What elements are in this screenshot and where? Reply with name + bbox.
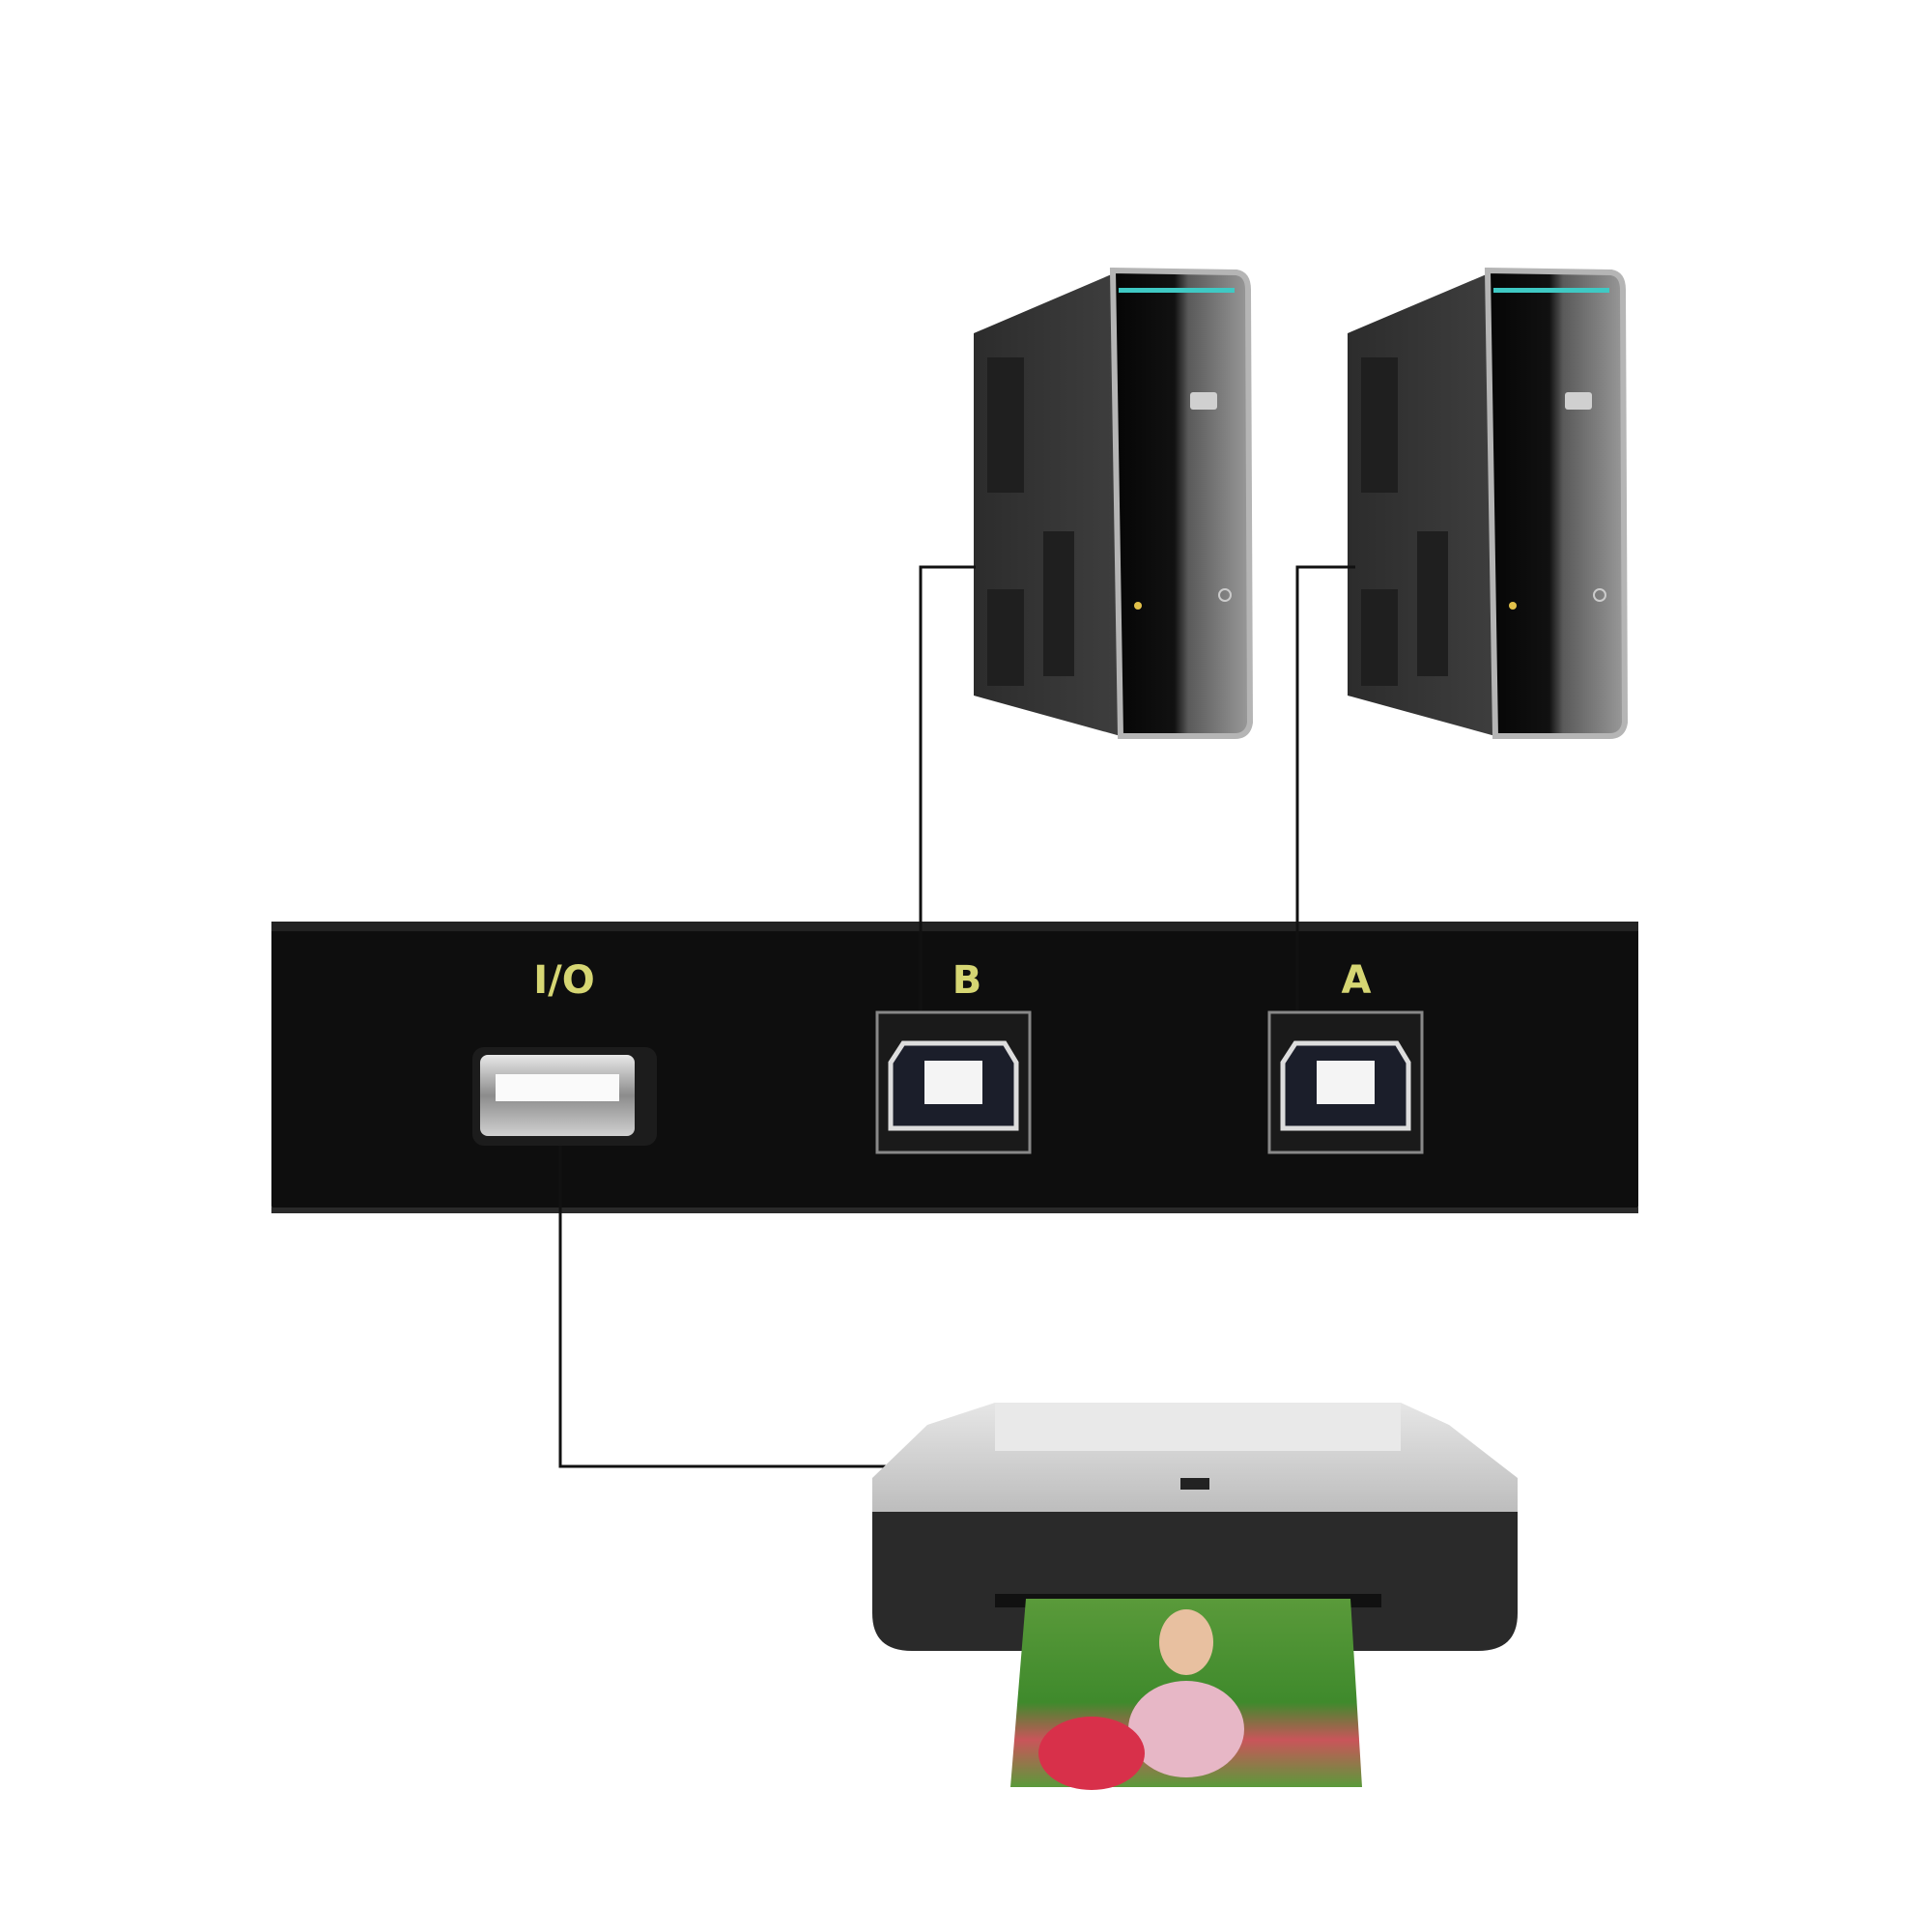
accent-strip xyxy=(1493,288,1609,293)
port-label-b: B xyxy=(952,958,982,1003)
cable-computer-a xyxy=(1295,565,1355,1024)
cables xyxy=(558,565,1355,1468)
computer-a xyxy=(1348,267,1629,739)
port-label-a: A xyxy=(1342,958,1372,1003)
hp-logo-icon xyxy=(1190,392,1217,410)
port-label-io: I/O xyxy=(533,958,595,1003)
cable-computer-b xyxy=(919,565,976,1024)
usb-b-port-b[interactable] xyxy=(875,1010,1032,1154)
usb-b-port-a[interactable] xyxy=(1267,1010,1424,1154)
hp-logo-icon xyxy=(1565,392,1592,410)
led-icon xyxy=(1134,602,1142,610)
printed-photo xyxy=(1010,1599,1362,1790)
computer-b xyxy=(974,267,1254,739)
power-button-icon[interactable] xyxy=(1593,588,1606,602)
usb-port-icon xyxy=(1180,1478,1209,1490)
power-button-icon[interactable] xyxy=(1218,588,1232,602)
cable-printer xyxy=(558,1140,894,1468)
led-icon xyxy=(1509,602,1517,610)
accent-strip xyxy=(1119,288,1235,293)
usb-a-port-io[interactable] xyxy=(472,1047,657,1146)
